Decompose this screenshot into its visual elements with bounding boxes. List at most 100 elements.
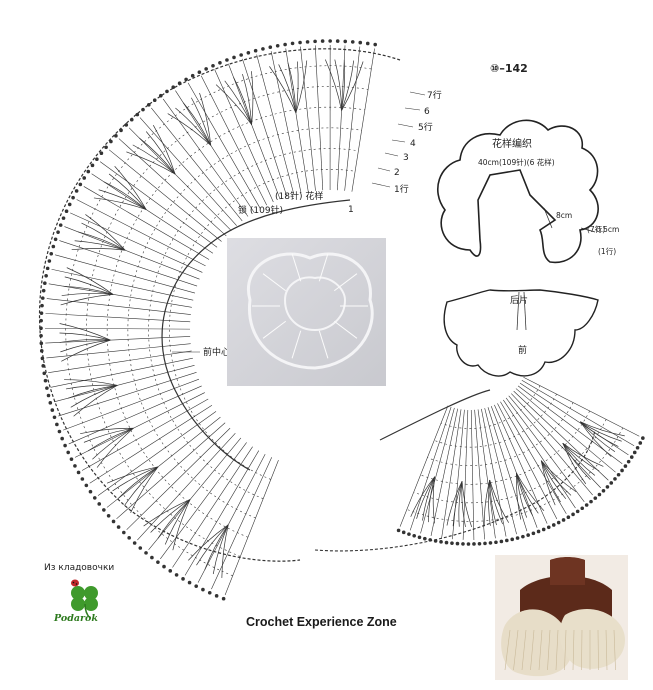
shell-stitch xyxy=(458,481,463,527)
picot-stitch xyxy=(78,182,83,187)
schematic-arrows xyxy=(543,207,596,233)
picot-stitch xyxy=(46,393,51,398)
row-label-3: 3 xyxy=(403,153,409,163)
picot-stitch xyxy=(232,55,236,60)
shell-stitch xyxy=(98,189,147,210)
picot-stitch xyxy=(417,535,422,540)
back-piece-label: 后片 xyxy=(510,294,528,306)
stitch-ray xyxy=(441,409,462,538)
picot-stitch xyxy=(609,481,614,485)
picot-stitch xyxy=(39,349,44,353)
stitch-row xyxy=(86,86,369,557)
lace-strand xyxy=(538,629,543,671)
shell-stitch xyxy=(516,472,545,512)
picot-stitch xyxy=(515,536,520,540)
picot-stitch xyxy=(74,189,79,193)
shell-stitch xyxy=(341,59,346,111)
picot-stitch xyxy=(60,436,64,441)
picot-stitch xyxy=(82,176,87,180)
shell-stitch xyxy=(132,144,176,175)
stitch-ray xyxy=(484,408,517,535)
shell-stitch xyxy=(61,293,114,296)
shell-stitch xyxy=(96,427,134,468)
picot-stitch xyxy=(423,536,427,541)
stitch-ray xyxy=(187,82,261,209)
shell-stitch xyxy=(446,481,463,526)
shell-stitch xyxy=(580,421,622,442)
stitch-ray xyxy=(211,457,273,590)
stitch-row xyxy=(420,410,590,485)
shell-stitch xyxy=(540,460,577,493)
lace-strand xyxy=(555,629,559,671)
picot-stitch xyxy=(593,496,598,500)
picot-stitch xyxy=(58,223,63,227)
credit-signature: Podarok xyxy=(53,613,98,624)
shell-stitch xyxy=(139,137,176,175)
picot-stitch xyxy=(218,60,222,65)
picot-stitch xyxy=(221,596,226,601)
shell-stitch xyxy=(562,442,600,472)
base-chain-label: 锁 (109针) xyxy=(238,204,283,216)
stitch-ray xyxy=(151,107,243,222)
lace-strand xyxy=(333,320,358,339)
depth-rows: (7行) xyxy=(587,224,605,234)
row-label-6: 6 xyxy=(424,107,430,117)
shell-stitch xyxy=(432,476,436,524)
collar-photo-worn xyxy=(495,555,628,680)
lace-strand xyxy=(291,330,302,359)
picot-stitch xyxy=(88,489,93,494)
shell-stitch xyxy=(188,524,229,561)
shell-stitch xyxy=(108,173,147,210)
picot-stitch xyxy=(39,318,43,323)
shell-stitch xyxy=(416,476,436,519)
picot-stitch xyxy=(261,47,265,51)
picot-stitch xyxy=(63,443,67,448)
shell-stitch xyxy=(580,421,625,437)
stitch-ray xyxy=(420,407,455,534)
shell-stitch xyxy=(562,443,587,485)
shell-stitch xyxy=(278,64,297,113)
picot-stitch xyxy=(239,53,243,57)
stitch-ray xyxy=(76,199,206,267)
stitch-ray xyxy=(228,63,281,200)
picot-stitch xyxy=(174,573,179,577)
stitch-ray xyxy=(139,117,237,226)
picot-stitch xyxy=(556,520,561,525)
picot-stitch xyxy=(116,525,121,529)
picot-stitch xyxy=(626,459,631,464)
shell-stitch xyxy=(489,479,503,525)
stitch-ray xyxy=(81,398,209,471)
shell-stitch xyxy=(59,323,111,341)
shell-stitch xyxy=(106,466,159,484)
picot-stitch xyxy=(444,540,449,545)
picot-stitch xyxy=(162,564,166,569)
shell-stitch xyxy=(77,231,126,251)
shell-stitch xyxy=(145,131,176,175)
picot-stitch xyxy=(483,541,487,546)
stitch-row xyxy=(169,169,356,480)
picot-stitch xyxy=(127,536,131,540)
shell-stitch xyxy=(242,73,252,125)
picot-stitch xyxy=(158,93,163,98)
shell-stitch xyxy=(124,466,159,506)
shell-stitch xyxy=(59,332,111,341)
stitch-ray xyxy=(91,173,214,254)
picot-stitch xyxy=(135,112,140,117)
picot-stitch xyxy=(635,445,640,450)
inner-stitch-label: (18针) 花样 xyxy=(275,190,323,202)
stitch-ray xyxy=(64,226,200,280)
clover-icon xyxy=(71,586,98,619)
shell-stitch xyxy=(70,385,118,408)
stitch-ray xyxy=(344,46,361,191)
stitch-ray xyxy=(513,390,609,481)
lace-strand xyxy=(333,273,358,292)
lace-strand xyxy=(530,629,535,671)
picot-stitch xyxy=(42,371,47,376)
stitch-ray xyxy=(500,401,567,514)
picot-stitch xyxy=(305,40,310,44)
stitch-ray xyxy=(45,313,191,323)
shell-stitch xyxy=(112,466,159,492)
lace-strand xyxy=(613,629,616,671)
shell-stitch xyxy=(516,472,533,516)
shell-stitch xyxy=(580,421,619,447)
